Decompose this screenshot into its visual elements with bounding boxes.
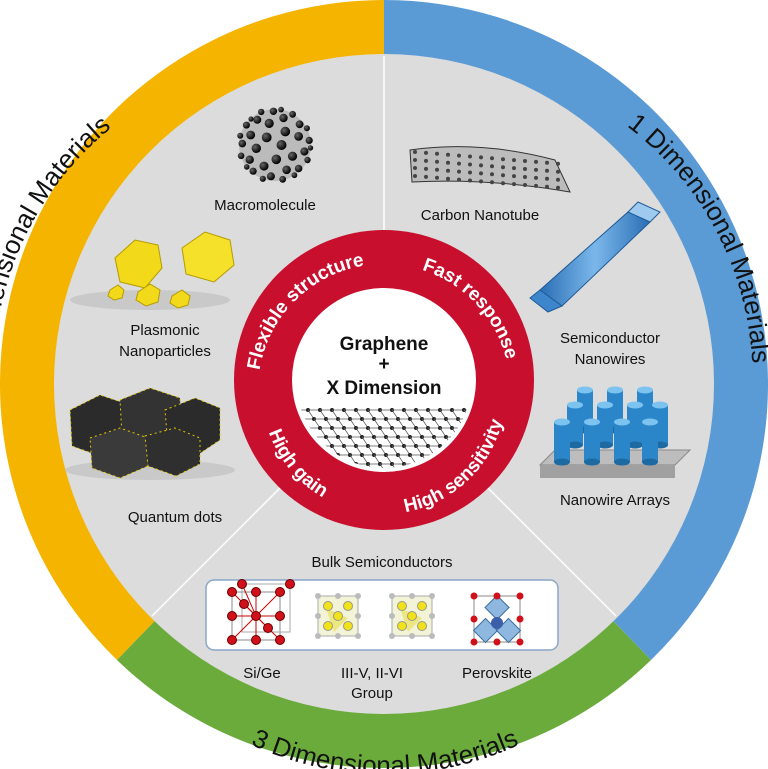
- label-iii-v-1: III-V, II-VI: [341, 665, 403, 682]
- quantum-dots-image: [65, 387, 235, 480]
- center-title-line3: X Dimension: [326, 378, 441, 399]
- center-title-line2: +: [378, 354, 389, 375]
- label-plasmonic-1: Plasmonic: [130, 322, 200, 339]
- label-plasmonic-2: Nanoparticles: [119, 343, 211, 360]
- center-disk: [292, 288, 476, 472]
- label-semiconductor-2: Nanowires: [575, 351, 646, 368]
- divider-right: [477, 477, 617, 617]
- label-carbon-nanotube: Carbon Nanotube: [421, 207, 539, 224]
- label-perovskite: Perovskite: [462, 665, 532, 682]
- center-title-line1: Graphene: [340, 334, 429, 355]
- plasmonic-nanoparticles-image: [70, 231, 235, 310]
- label-quantum-dots: Quantum dots: [128, 509, 222, 526]
- label-bulk-semiconductors: Bulk Semiconductors: [312, 554, 453, 571]
- label-iii-v-2: Group: [351, 685, 393, 702]
- nanowire-arrays-image: [538, 386, 692, 478]
- iii-v-crystal-image: [315, 593, 435, 639]
- label-semiconductor-1: Semiconductor: [560, 330, 660, 347]
- semiconductor-nanowire-image: [529, 201, 661, 313]
- label-macromolecule: Macromolecule: [214, 197, 316, 214]
- divider-left: [151, 477, 291, 617]
- label-nanowire-arrays: Nanowire Arrays: [560, 492, 670, 509]
- perovskite-crystal-image: [470, 592, 524, 646]
- bulk-semiconductors-box: [205, 579, 559, 651]
- macromolecule-image: [237, 106, 314, 183]
- label-si-ge: Si/Ge: [243, 665, 281, 682]
- carbon-nanotube-image: [409, 146, 571, 193]
- si-ge-crystal-image: [227, 579, 295, 645]
